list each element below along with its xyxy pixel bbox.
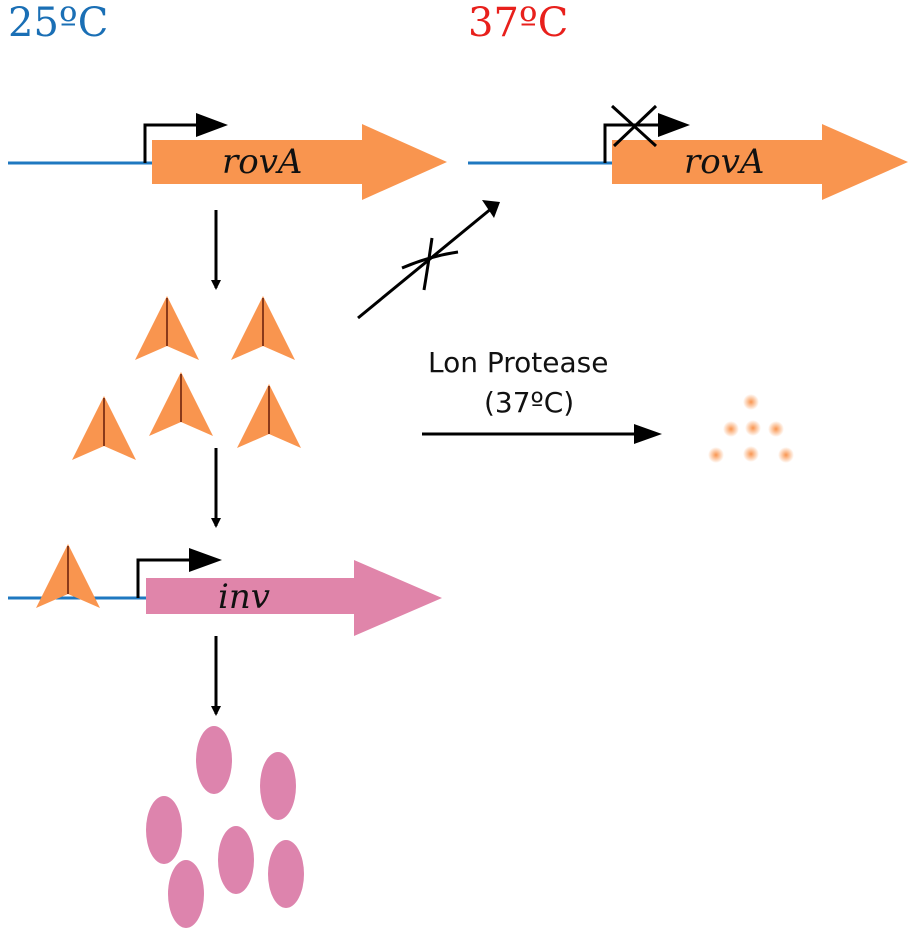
inv-gene: inv [8,544,442,636]
rova-gene-label: rovA [684,142,764,182]
invasin-protein [196,726,232,794]
rova-gene-arrow [612,124,908,200]
promoter-arrow [603,123,662,163]
rova-protein [149,372,213,436]
blocked-autoregulation-arrow [357,200,500,320]
rova-gene-label: rovA [222,142,302,182]
temp-37-label: 37ºC [468,0,568,46]
promoter-arrow-head [196,113,228,137]
invasin-protein [146,796,182,864]
inv-gene-label: inv [218,577,270,617]
promoter-arrow [136,558,193,598]
flow-arrow-degradation-head [634,424,662,444]
inv-gene-arrow [146,560,442,636]
rova-protein-cluster [72,296,301,460]
rova-protein [237,384,301,448]
rova-gene-arrow [152,124,447,200]
promoter-arrow [143,123,200,163]
protease-name-label: Lon Protease [428,346,608,379]
rova-gene-37c: rovA [468,104,908,200]
invasin-protein [268,840,304,908]
rova-protein [231,296,295,360]
invasin-protein [218,826,254,894]
rova-protein [135,296,199,360]
blocked-cross-icon [401,237,459,291]
temp-25-label: 25ºC [8,0,108,46]
bound-rova-protein [36,544,100,608]
blocked-cross-icon [610,104,658,148]
invasin-protein [260,752,296,820]
rova-gene-25c: rovA [8,113,447,200]
protease-temp-label: (37ºC) [484,386,574,419]
invasin-protein [168,860,204,928]
rova-protein [72,396,136,460]
promoter-arrow-head [658,113,690,137]
invasin-protein-cluster [146,726,304,928]
promoter-arrow-head [189,548,222,572]
degraded-rova-fragments [708,394,794,463]
